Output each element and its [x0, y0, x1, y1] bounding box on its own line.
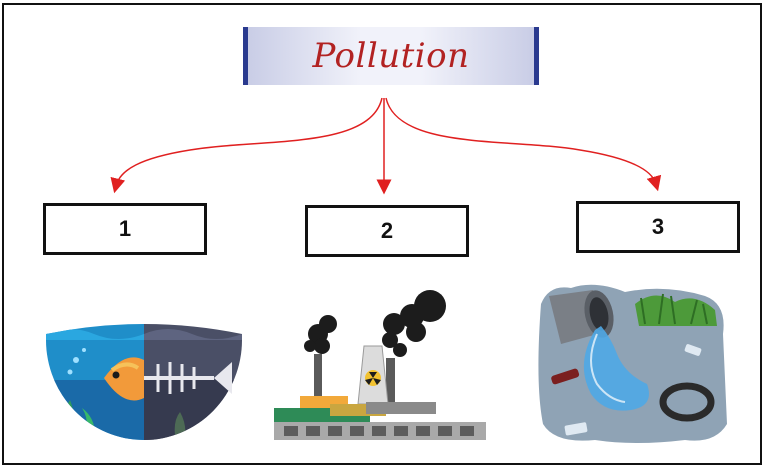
- water-pollution-icon: [46, 324, 242, 440]
- answer-box-2: 2: [305, 205, 469, 257]
- diagram-title: Pollution: [312, 36, 470, 76]
- arrow-to-box-3: [385, 97, 662, 192]
- answer-box-2-label: 2: [380, 218, 394, 243]
- sewage-pollution-icon: [538, 284, 727, 443]
- title-banner: Pollution: [243, 27, 539, 85]
- answer-box-3-label: 3: [651, 214, 665, 239]
- answer-box-3: 3: [576, 201, 740, 253]
- answer-box-1: 1: [43, 203, 207, 255]
- arrow-to-box-1: [110, 97, 383, 194]
- answer-box-1-label: 1: [118, 216, 132, 241]
- air-pollution-icon: [274, 290, 486, 440]
